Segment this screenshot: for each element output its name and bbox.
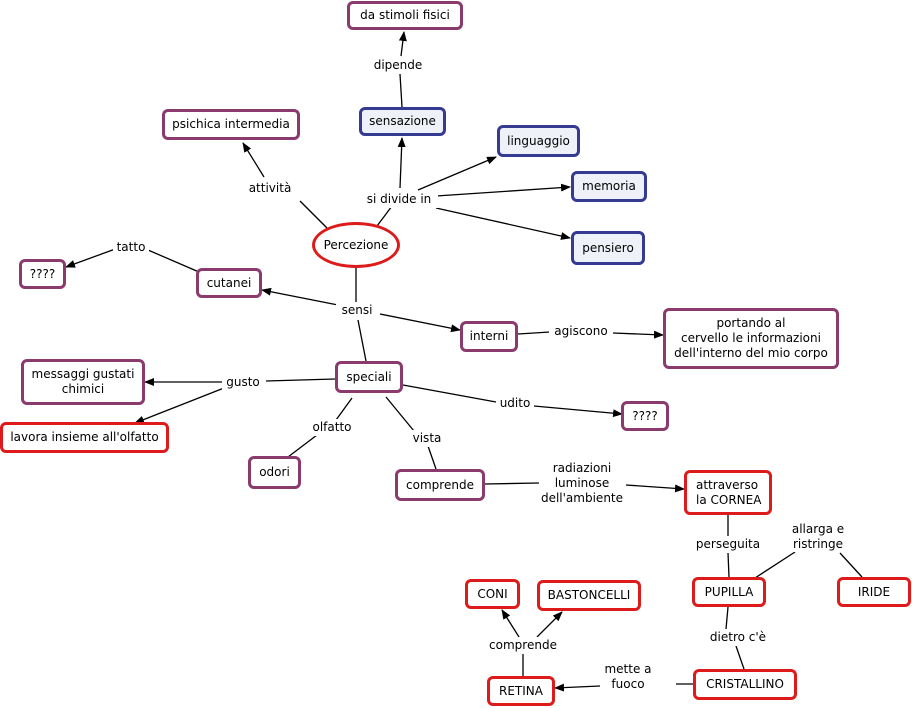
link-label-tatto: tatto (113, 239, 149, 256)
link-label-perseguita: perseguita (693, 536, 763, 553)
link-label-agiscono: agiscono (549, 323, 613, 340)
node-sensazione[interactable]: sensazione (359, 107, 446, 136)
link-label-sensi: sensi (336, 302, 378, 319)
node-cristallino[interactable]: CRISTALLINO (693, 669, 797, 700)
node-interni[interactable]: interni (460, 321, 518, 352)
node-speciali[interactable]: speciali (335, 361, 403, 393)
link-label-attivita: attività (242, 180, 298, 197)
link-label-vista: vista (410, 430, 444, 447)
link-label-dietro-ce: dietro c'è (700, 629, 776, 646)
node-attraverso-la-cornea[interactable]: attraverso la CORNEA (684, 470, 772, 515)
node-udito-unknown[interactable]: ???? (621, 401, 669, 431)
link-label-udito: udito (496, 395, 534, 412)
link-label-olfatto: olfatto (309, 419, 355, 436)
link-label-radiazioni: radiazioni luminose dell'ambiente (539, 460, 625, 506)
node-percezione[interactable]: Percezione (312, 222, 400, 268)
node-iride[interactable]: IRIDE (837, 577, 911, 607)
link-label-si-divide-in: si divide in (360, 191, 438, 208)
node-pupilla[interactable]: PUPILLA (692, 577, 766, 607)
node-portando-al-cervello[interactable]: portando al cervello le informazioni del… (663, 308, 839, 369)
node-da-stimoli-fisici[interactable]: da stimoli fisici (347, 1, 463, 30)
link-label-gusto: gusto (222, 374, 264, 391)
node-comprende[interactable]: comprende (395, 469, 485, 501)
node-retina[interactable]: RETINA (487, 676, 555, 706)
node-psichica-intermedia[interactable]: psichica intermedia (162, 109, 300, 140)
node-linguaggio[interactable]: linguaggio (497, 125, 580, 157)
link-label-allarga-e-ristringe: allarga e ristringe (785, 521, 851, 552)
node-cutanei[interactable]: cutanei (196, 268, 262, 298)
node-memoria[interactable]: memoria (571, 171, 647, 202)
node-coni[interactable]: CONI (465, 579, 520, 609)
link-label-comprende-retina: comprende (486, 637, 560, 654)
link-label-dipende: dipende (368, 57, 428, 74)
node-odori[interactable]: odori (248, 456, 301, 489)
node-tatto-unknown[interactable]: ???? (19, 259, 66, 289)
link-label-mette-a-fuoco: mette a fuoco (600, 661, 656, 692)
node-pensiero[interactable]: pensiero (571, 231, 645, 265)
node-bastoncelli[interactable]: BASTONCELLI (537, 580, 641, 611)
node-messaggi-gustati-chimici[interactable]: messaggi gustati chimici (21, 359, 145, 405)
node-lavora-insieme-olfatto[interactable]: lavora insieme all'olfatto (0, 422, 169, 453)
